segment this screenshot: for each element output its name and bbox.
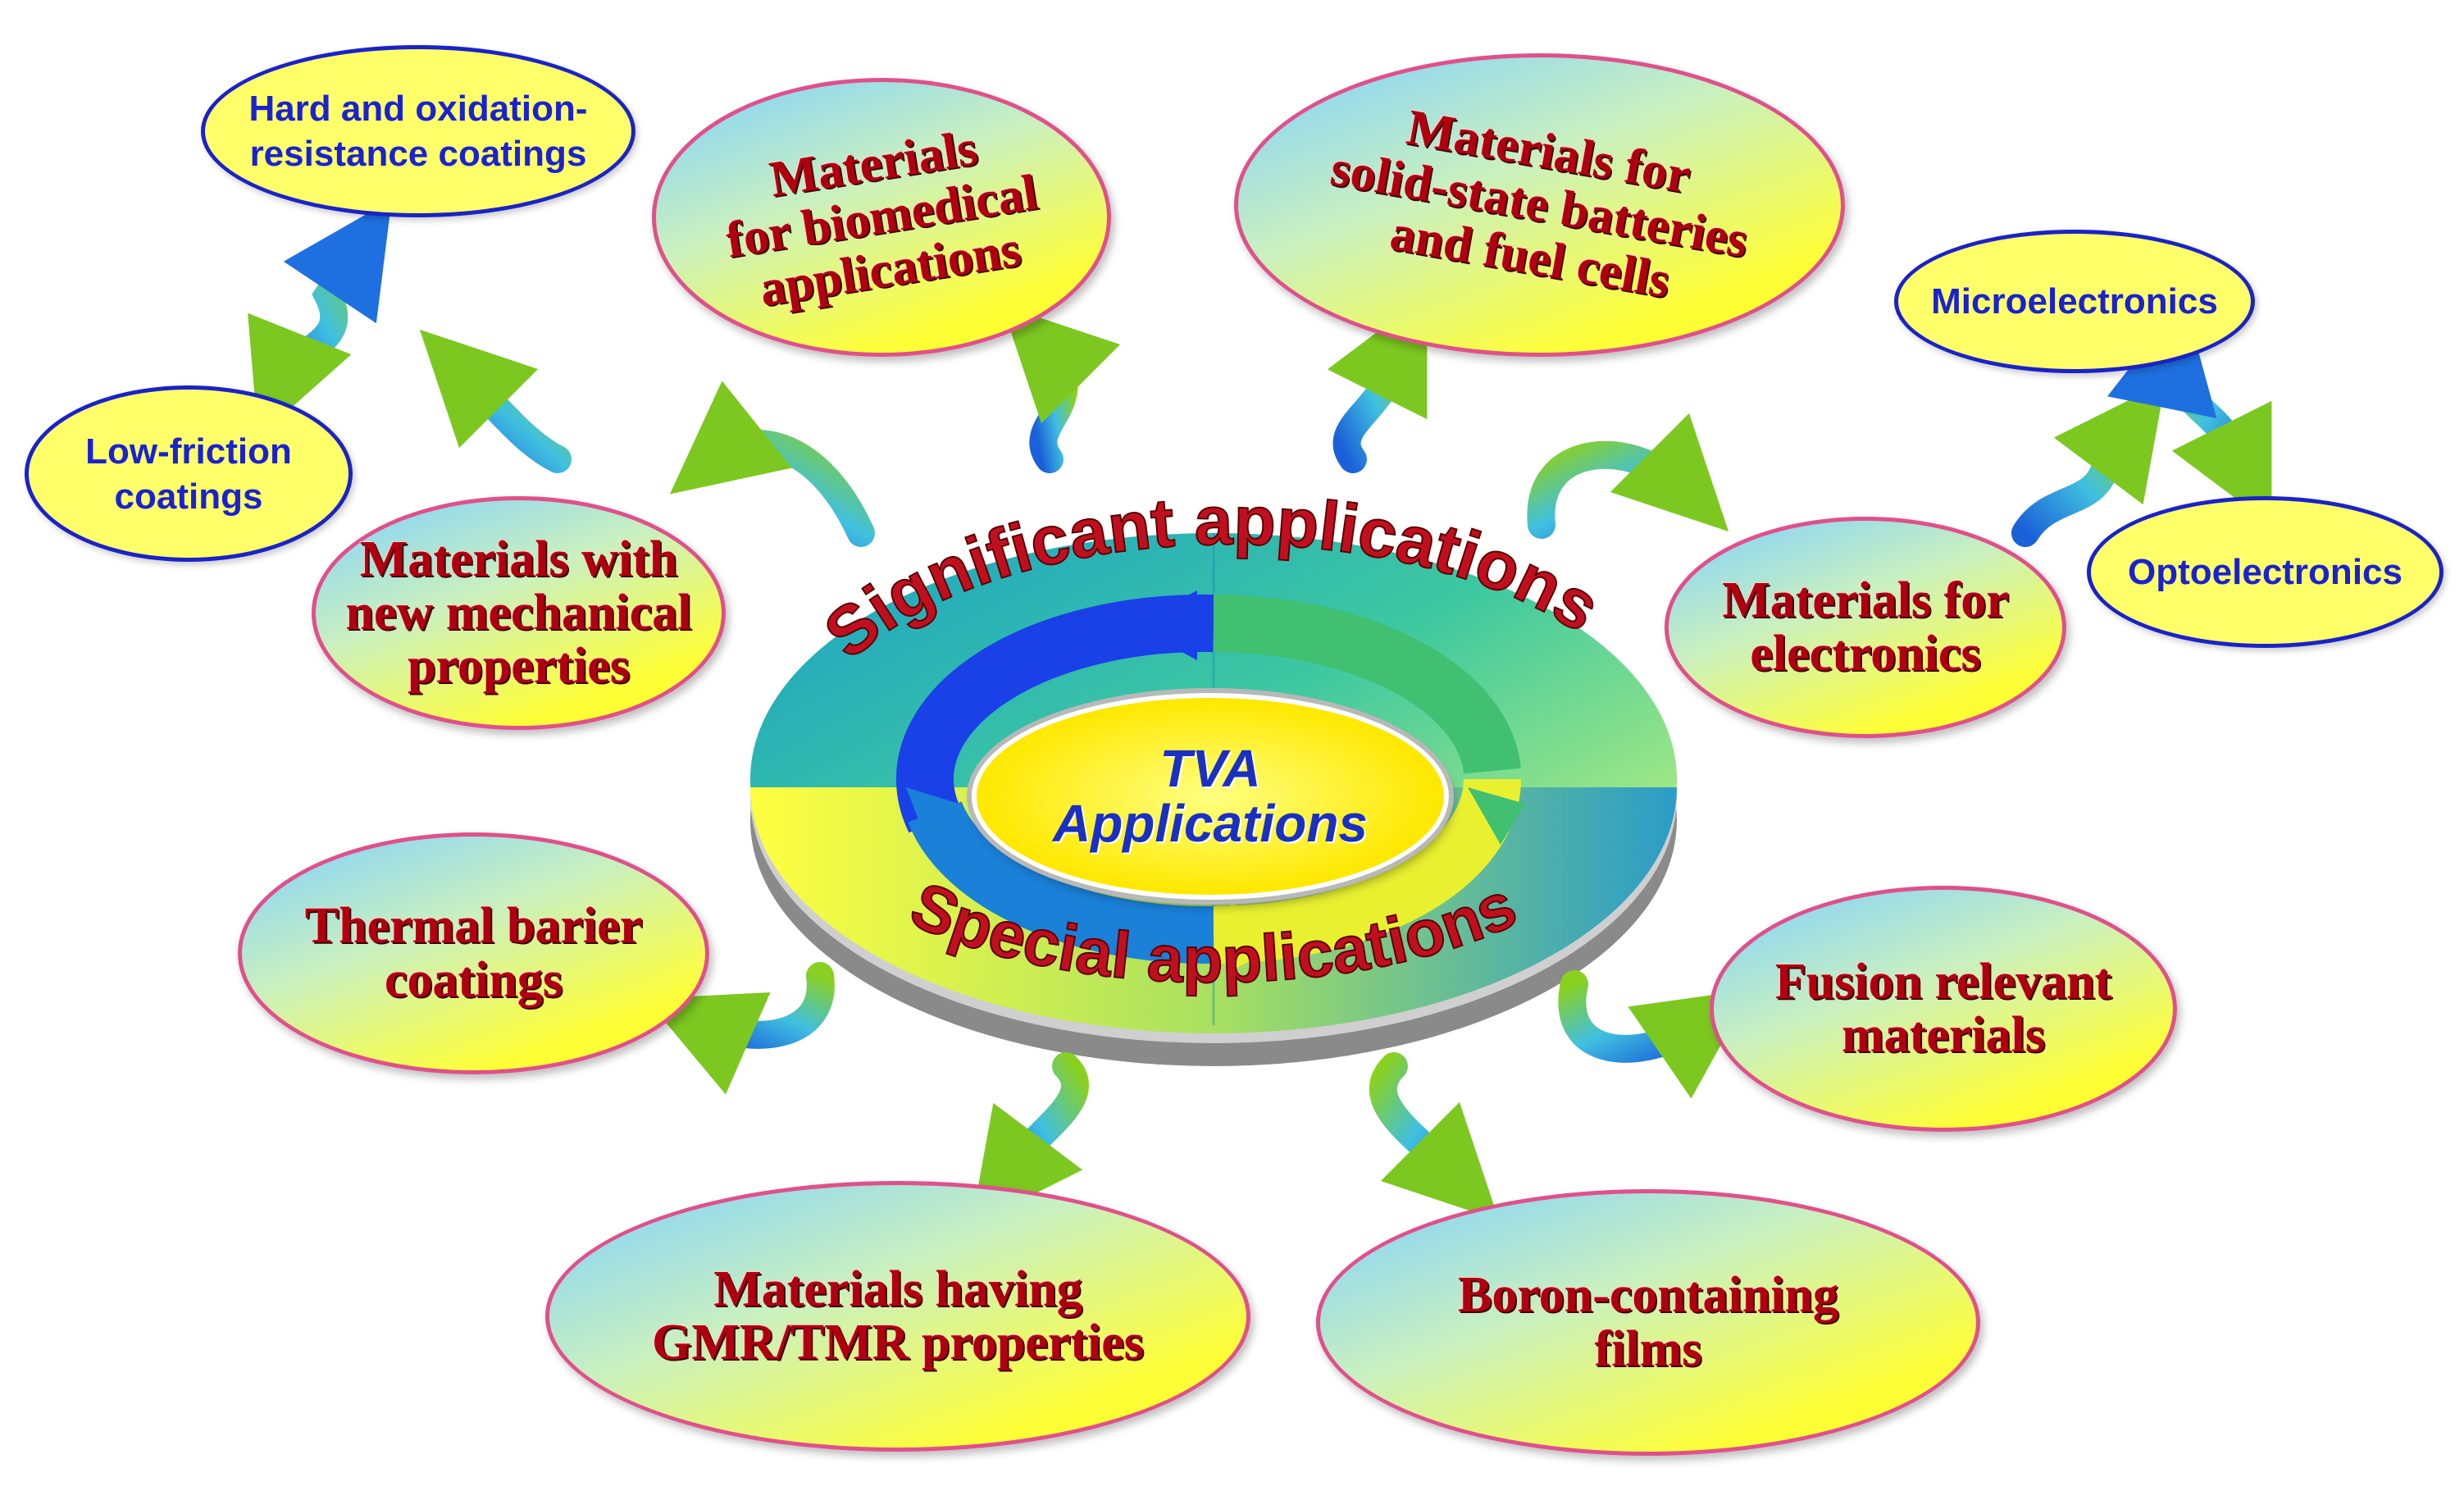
node-fusion: Fusion relevant materials: [1710, 886, 2177, 1132]
node-optoelectronics: Optoelectronics: [2087, 496, 2444, 648]
arrow-to-micro-opto-hub: [2011, 381, 2166, 547]
center-title: TVA Applications: [972, 693, 1449, 900]
arrow-micro-opto: [2107, 298, 2272, 526]
node-electronics: Materials for electronics: [1665, 517, 2066, 738]
node-thermal: Thermal barier coatings: [238, 832, 709, 1074]
node-microelectronics-label: Microelectronics: [1931, 281, 2218, 321]
center-title-line1: TVA: [1159, 738, 1261, 798]
node-gmr-label: Materials having GMR/TMR properties: [652, 1261, 1144, 1370]
node-batteries-label: Materials for solid-state batteries and …: [1327, 99, 1753, 309]
arrow-to-fusion: [1558, 970, 1752, 1099]
node-boron-label: Boron-containing films: [1458, 1267, 1838, 1377]
arrow-to-batteries: [1327, 294, 1428, 473]
node-hard-coatings: Hard and oxidation- resistance coatings: [201, 45, 635, 217]
node-hard-coatings-label: Hard and oxidation- resistance coatings: [248, 89, 588, 174]
arrow-to-mechanical: [669, 381, 875, 547]
node-microelectronics: Microelectronics: [1894, 230, 2255, 373]
node-biomedical-label: Materials for biomedical applications: [722, 120, 1041, 318]
node-optoelectronics-label: Optoelectronics: [2128, 552, 2403, 592]
node-mechanical: Materials with new mechanical properties: [312, 496, 726, 730]
arrow-lowfriction-hard: [248, 199, 392, 438]
arrow-to-electronics: [1527, 413, 1729, 539]
node-low-friction: Low-friction coatings: [25, 385, 353, 562]
arrow-to-boron: [1369, 1052, 1500, 1221]
arrow-mechanical-to-lowfriction: [419, 329, 572, 473]
node-biomedical: Materials for biomedical applications: [652, 78, 1111, 357]
node-mechanical-label: Materials with new mechanical properties: [345, 531, 692, 695]
node-low-friction-label: Low-friction coatings: [85, 431, 292, 517]
node-batteries: Materials for solid-state batteries and …: [1234, 53, 1845, 357]
arrow-to-gmr: [971, 1052, 1089, 1226]
node-fusion-label: Fusion relevant materials: [1774, 953, 2112, 1063]
node-boron: Boron-containing films: [1316, 1189, 1980, 1456]
arrow-to-biomedical: [1001, 304, 1121, 473]
center-title-line2: Applications: [1052, 794, 1369, 853]
node-thermal-label: Thermal barier coatings: [304, 898, 643, 1008]
connector-arrows: [248, 199, 2272, 1226]
arrow-to-thermal: [645, 962, 835, 1095]
node-electronics-label: Materials for electronics: [1722, 572, 2009, 682]
node-gmr: Materials having GMR/TMR properties: [545, 1181, 1250, 1452]
